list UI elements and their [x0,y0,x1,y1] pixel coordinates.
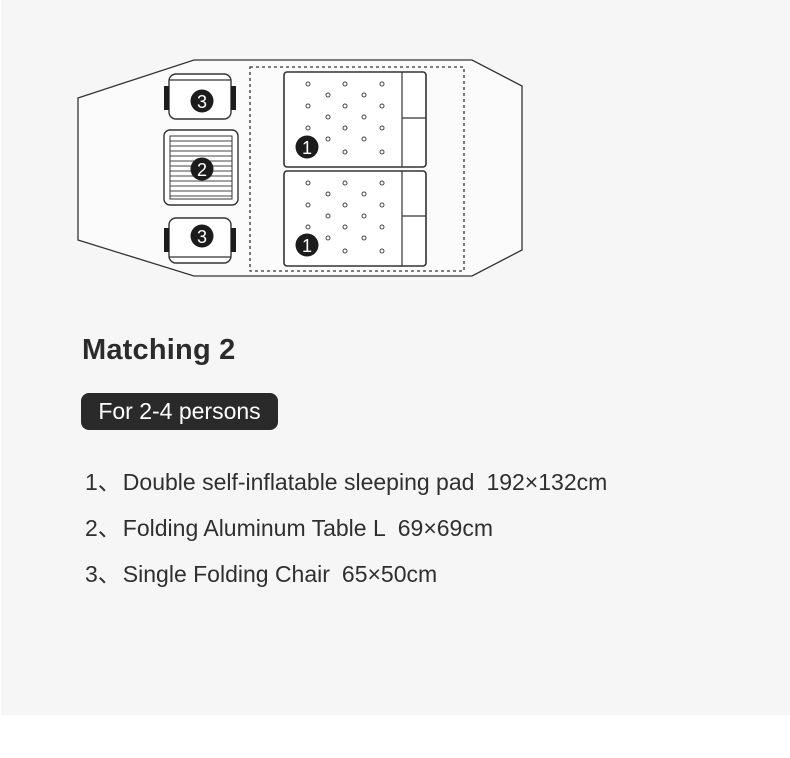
sleeping-pad-bottom: 1 [283,170,427,267]
item-list: 1、Double self-inflatable sleeping pad 192… [85,466,607,604]
chair-bottom: 3 [164,217,236,264]
chair-top: 3 [164,73,236,120]
pad-number-label: 1 [302,138,312,158]
sleeping-pad-top: 1 [283,71,427,168]
item-size: 69×69cm [397,515,494,541]
item-number: 2、 [85,515,121,541]
chair-number-label: 3 [197,92,207,112]
list-item: 1、Double self-inflatable sleeping pad 192… [85,466,607,512]
table-number-label: 2 [197,160,207,180]
folding-table: 2 [163,129,239,206]
chair-number-label: 3 [197,227,207,247]
item-size: 192×132cm [486,469,608,495]
item-name: Double self-inflatable sleeping pad [122,469,475,495]
tent-layout-diagram: 1 1 3 [77,59,523,277]
item-name: Single Folding Chair [122,561,330,587]
item-name: Folding Aluminum Table L [122,515,386,541]
item-number: 1、 [85,469,121,495]
list-item: 2、Folding Aluminum Table L 69×69cm [85,512,607,558]
content-panel: 1 1 3 [1,0,790,715]
sleeping-area [249,66,465,272]
pad-number-label: 1 [302,236,312,256]
page-title: Matching 2 [82,334,236,366]
list-item: 3、Single Folding Chair 65×50cm [85,558,607,604]
item-size: 65×50cm [341,561,438,587]
capacity-badge: For 2-4 persons [81,393,278,430]
item-number: 3、 [85,561,121,587]
